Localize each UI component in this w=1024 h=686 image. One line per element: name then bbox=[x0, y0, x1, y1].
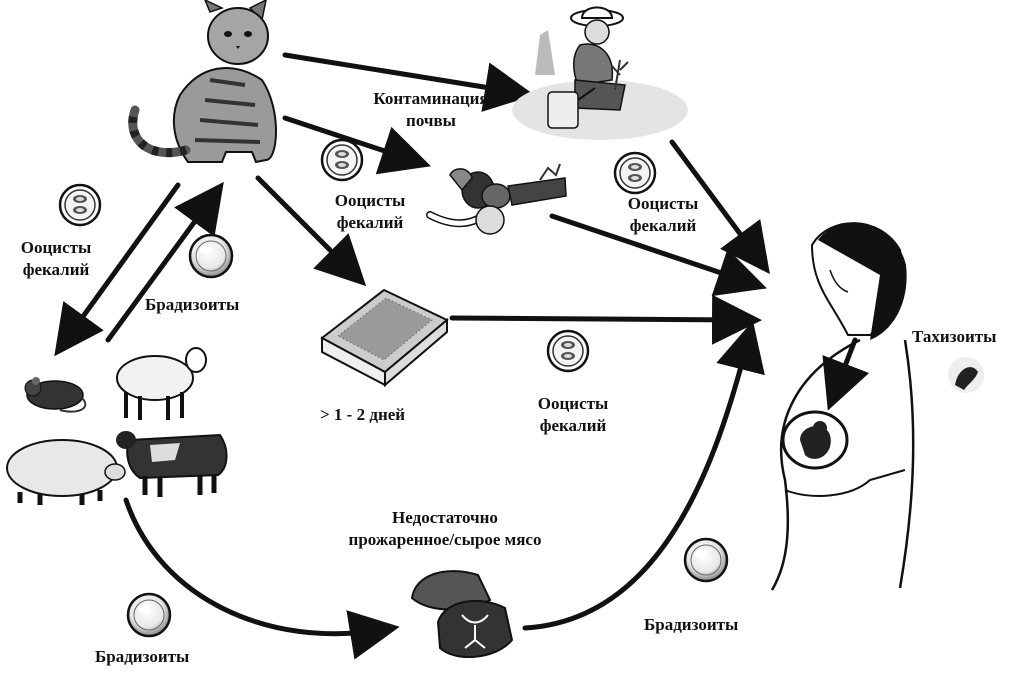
litter-box-icon bbox=[320, 288, 449, 388]
pregnant-woman-icon bbox=[770, 222, 915, 591]
oocyst-icon bbox=[613, 151, 657, 195]
arrow-meat-to-woman bbox=[522, 320, 765, 631]
label-oocysts-center: Ооцисты фекалий bbox=[334, 191, 406, 232]
raw-meat-icon bbox=[410, 570, 514, 658]
arrow-to-fetus bbox=[822, 337, 870, 411]
cow-icon bbox=[116, 431, 228, 497]
bradyzoite-cyst-icon bbox=[188, 233, 234, 279]
arrow-gardener-to-woman bbox=[669, 139, 770, 275]
label-oocysts-right: Ооцисты фекалий bbox=[627, 194, 699, 235]
label-bradyzoites-right: Брадизоиты bbox=[644, 615, 739, 634]
vegetables-icon bbox=[426, 163, 567, 235]
arrows bbox=[54, 52, 870, 660]
label-tachyzoites: Тахизоиты bbox=[912, 327, 997, 346]
fetus-icon bbox=[781, 410, 849, 470]
gardener-icon bbox=[512, 6, 688, 140]
arrow-cat-to-gardener bbox=[282, 52, 535, 112]
sheep-icon bbox=[116, 347, 207, 420]
label-bradyzoites-top: Брадизоиты bbox=[145, 295, 240, 314]
arrow-litter-to-woman bbox=[449, 294, 762, 345]
oocyst-icon bbox=[58, 183, 102, 227]
label-oocysts-lower: Ооцисты фекалий bbox=[537, 394, 609, 435]
label-bradyzoites-bottom: Брадизоиты bbox=[95, 647, 190, 666]
arrow-cat-to-litter bbox=[255, 175, 367, 287]
pig-icon bbox=[6, 439, 126, 505]
cat-icon bbox=[128, 0, 277, 164]
label-soil-contamination: Контаминация почвы bbox=[373, 89, 489, 130]
mouse-icon bbox=[24, 377, 87, 413]
arrow-cat-to-vegetables bbox=[282, 115, 431, 175]
bradyzoite-cyst-icon bbox=[126, 592, 172, 638]
label-oocysts-left: Ооцисты фекалий bbox=[20, 238, 92, 279]
tachyzoite-icon bbox=[948, 357, 984, 393]
label-days: > 1 - 2 дней bbox=[320, 405, 406, 424]
arrow-vegetables-to-woman bbox=[549, 213, 767, 297]
oocyst-icon bbox=[320, 138, 364, 182]
bradyzoite-cyst-icon bbox=[683, 537, 729, 583]
label-undercooked-meat: Недостаточно прожаренное/сырое мясо bbox=[348, 508, 542, 549]
arrow-hosts-to-meat bbox=[123, 497, 400, 660]
oocyst-icon bbox=[546, 329, 590, 373]
arrow-cat-to-hosts bbox=[54, 182, 181, 357]
arrow-hosts-to-cat bbox=[105, 181, 224, 343]
